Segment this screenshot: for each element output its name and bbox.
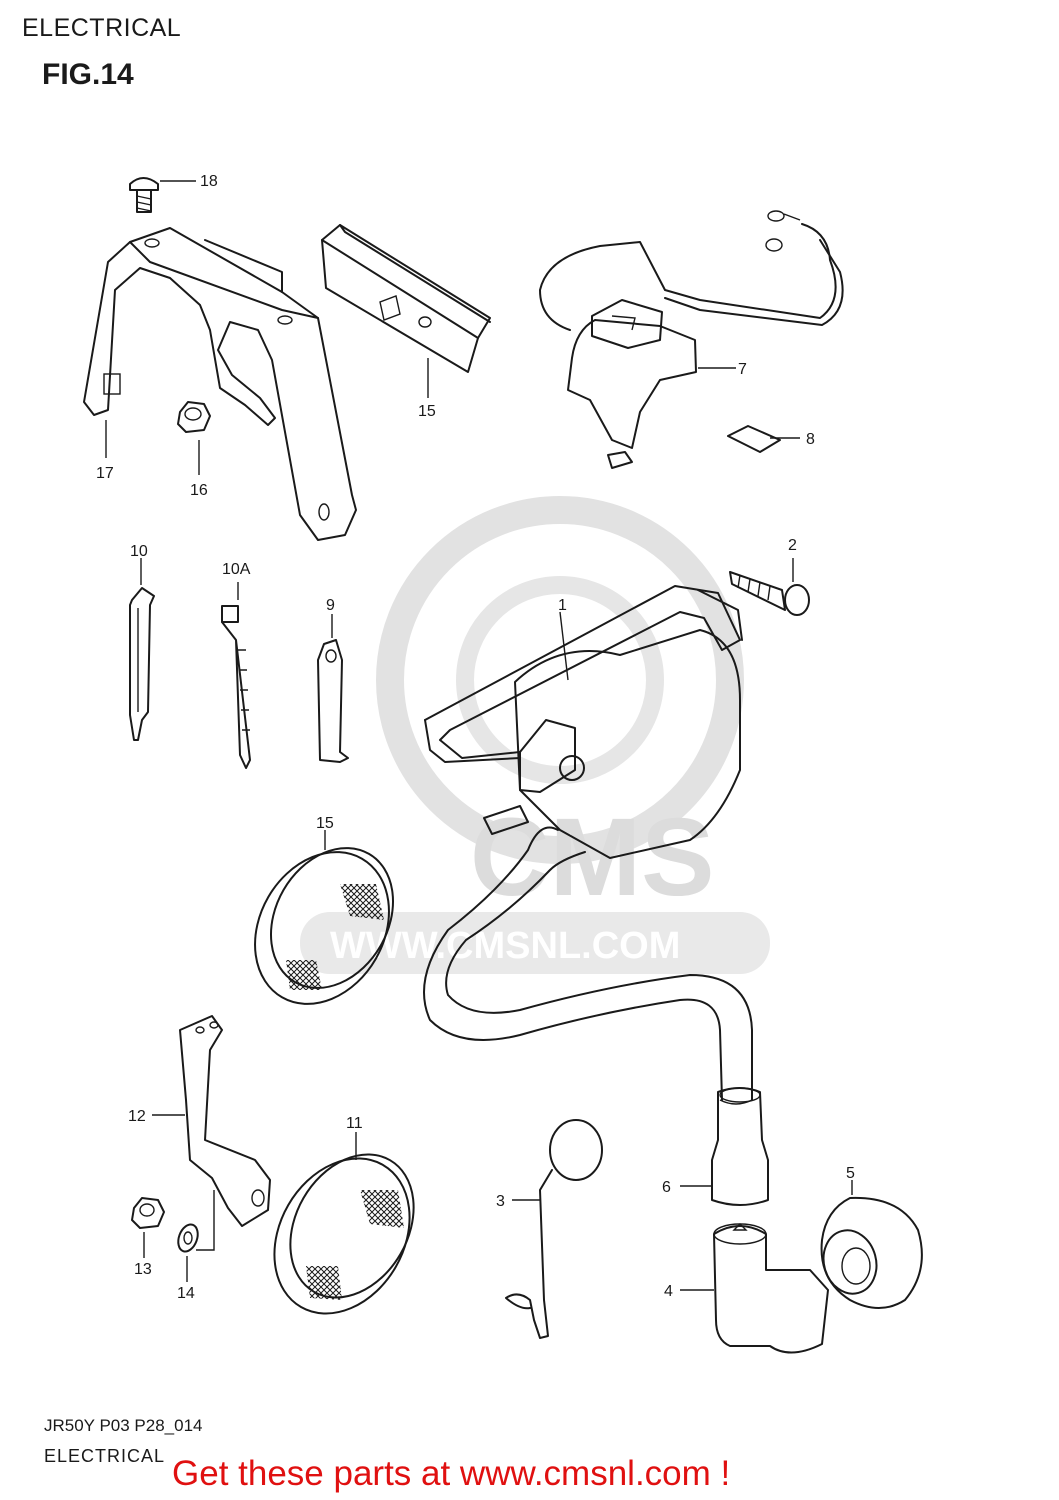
callout-10: 10 [130, 543, 148, 560]
part-8-tape [727, 425, 800, 453]
part-11-reflector [273, 1132, 415, 1315]
part-16-reflector [321, 224, 491, 398]
callout-12: 12 [128, 1108, 146, 1125]
callout-10a: 10A [222, 561, 251, 578]
callout-18: 17 [96, 465, 114, 482]
callout-19: 18 [200, 173, 218, 190]
figure-number: FIG.14 [42, 58, 134, 91]
callout-9: 9 [326, 597, 335, 614]
part-14-washer [177, 1190, 215, 1282]
part-10a-tie [221, 582, 251, 769]
callout-4: 4 [664, 1283, 673, 1300]
callout-15: 15 [316, 815, 334, 832]
part-4-plug-cap [680, 1223, 829, 1354]
callout-1: 1 [558, 597, 567, 614]
part-15-reflector [254, 830, 394, 1005]
watermark-url: WWW.CMSNL.COM [330, 925, 680, 967]
callout-14: 14 [177, 1285, 195, 1302]
callout-17: 16 [190, 482, 208, 499]
part-17-nut [177, 401, 211, 475]
watermark-logo: CMS WWW.CMSNL.COM [300, 496, 770, 974]
callout-8: 8 [806, 431, 815, 448]
part-7-switch [539, 210, 844, 469]
cta-link[interactable]: Get these parts at www.cmsnl.com ! [172, 1454, 731, 1493]
watermark-logo-text: CMS [470, 796, 714, 919]
part-12-stay [152, 1015, 271, 1227]
part-19-screw [129, 177, 196, 213]
part-1-ignition-coil [423, 585, 753, 1105]
part-3-pin [505, 1119, 603, 1339]
part-9-clip [317, 614, 349, 763]
part-5-boot [820, 1180, 923, 1309]
callout-6: 6 [662, 1179, 671, 1196]
part-2-screw [729, 558, 810, 616]
part-18-bracket [83, 227, 357, 541]
part-13-nut [131, 1197, 165, 1258]
part-6-cap [680, 1087, 769, 1206]
callout-16: 15 [418, 403, 436, 420]
callout-3: 3 [496, 1193, 505, 1210]
callout-13: 13 [134, 1261, 152, 1278]
section-title: ELECTRICAL [22, 14, 182, 42]
footer-section-title: ELECTRICAL [44, 1446, 166, 1466]
part-10-band [129, 558, 155, 741]
callout-7: 7 [738, 361, 747, 378]
drawing-code: JR50Y P03 P28_014 [44, 1416, 203, 1435]
callout-2: 2 [788, 537, 797, 554]
callout-labels: 18 17 16 15 7 8 2 1 10 10A 9 15 12 11 13… [96, 173, 855, 1302]
callout-11: 11 [346, 1115, 363, 1132]
callout-5: 5 [846, 1165, 855, 1182]
